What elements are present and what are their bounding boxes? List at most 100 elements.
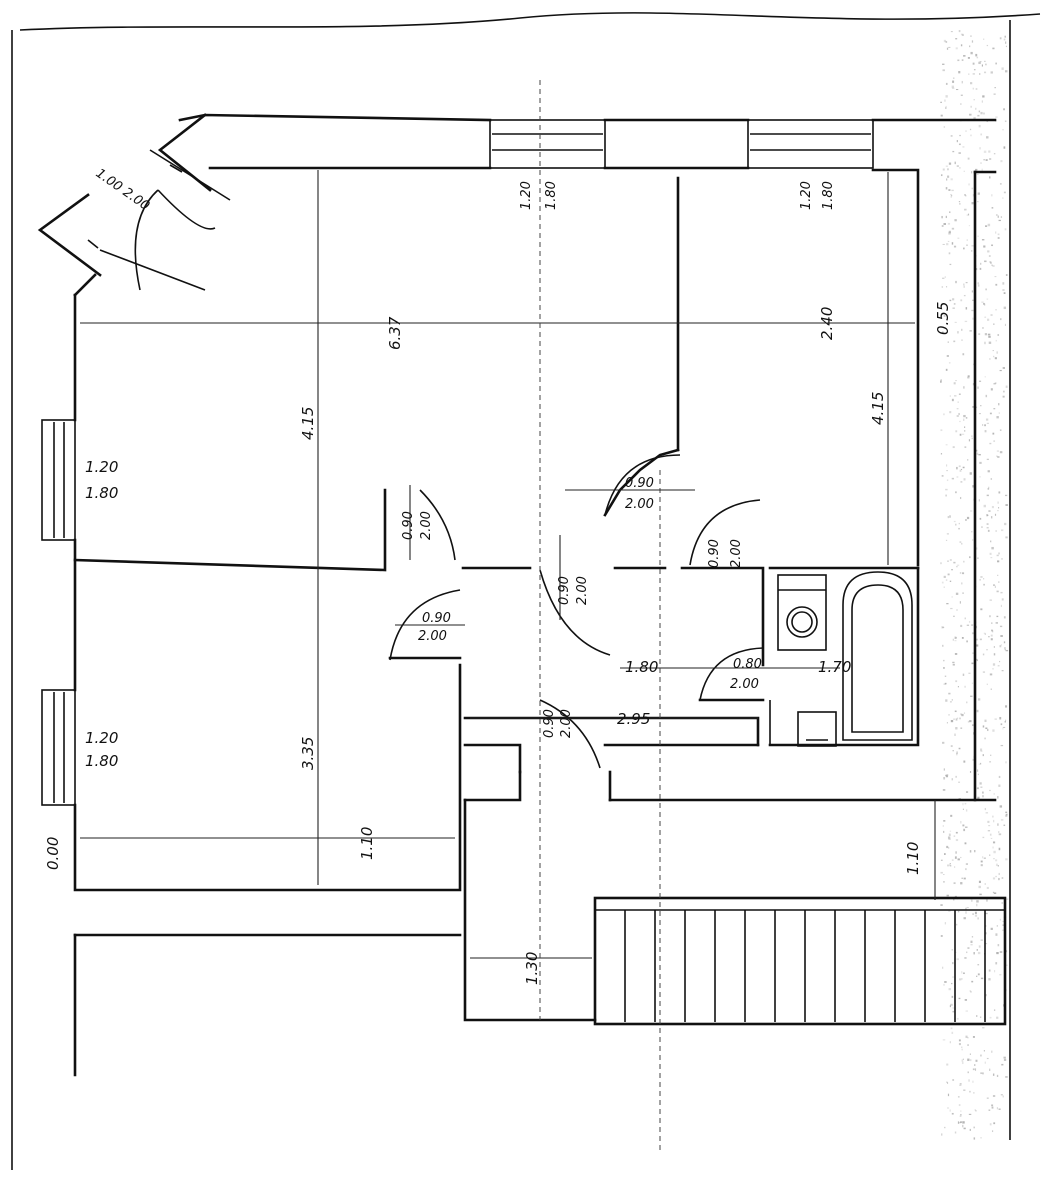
scan-speck: [969, 1128, 971, 1131]
scan-speck: [1001, 1063, 1004, 1066]
scan-speck: [983, 159, 985, 161]
scan-speck: [961, 328, 963, 331]
scan-speck: [943, 39, 947, 43]
scan-speck: [978, 945, 981, 948]
scan-speck: [1003, 390, 1005, 393]
scan-speck: [981, 424, 984, 426]
scan-speck: [987, 514, 989, 516]
scan-speck: [950, 814, 953, 817]
scan-speck: [977, 917, 979, 920]
window-top-left: [489, 119, 606, 169]
scan-speck: [940, 562, 942, 565]
scan-speck: [963, 285, 965, 288]
scan-speck: [952, 446, 955, 449]
scan-speck: [948, 362, 951, 364]
scan-speck: [992, 1095, 996, 1097]
scan-speck: [984, 719, 987, 723]
scan-speck: [965, 826, 968, 828]
window-left-lower-width: 1.20: [85, 729, 118, 747]
scan-speck: [987, 250, 990, 253]
scan-speck: [954, 733, 956, 736]
scan-speck: [970, 940, 973, 944]
scan-speck: [979, 461, 982, 464]
scan-speck: [960, 481, 963, 483]
scan-speck: [955, 38, 958, 40]
scan-speck: [949, 863, 951, 865]
scan-speck: [978, 110, 981, 113]
scan-speck: [984, 341, 986, 345]
scan-speck: [955, 430, 958, 433]
scan-speck: [959, 1083, 962, 1085]
scan-speck: [958, 997, 961, 1000]
scan-speck: [989, 412, 992, 415]
window-top-right-width: 1.20: [799, 181, 814, 210]
scan-speck: [951, 995, 954, 998]
scan-speck: [1002, 726, 1006, 728]
scan-speck: [986, 514, 988, 517]
scan-speck: [996, 1107, 999, 1110]
scan-speck: [978, 885, 981, 889]
scan-speck: [979, 60, 982, 63]
scan-speck: [993, 646, 995, 648]
scan-speck: [985, 727, 988, 730]
scan-speck: [962, 1058, 964, 1060]
scan-speck: [971, 40, 974, 43]
scan-speck: [995, 622, 998, 624]
scan-speck: [958, 1039, 961, 1042]
scan-speck: [990, 540, 992, 543]
scan-speck: [984, 943, 988, 945]
scan-speck: [972, 1068, 975, 1071]
scan-speck: [971, 245, 974, 247]
scan-speck: [951, 227, 955, 230]
scan-speck: [963, 760, 966, 763]
scan-speck: [995, 863, 998, 867]
scan-speck: [975, 107, 977, 110]
scan-speck: [944, 1126, 946, 1129]
scan-speck: [950, 745, 953, 748]
scan-speck: [941, 215, 943, 219]
scan-speck: [968, 73, 970, 75]
scan-speck: [973, 99, 976, 101]
scan-speck: [947, 222, 951, 225]
scan-speck: [988, 636, 990, 638]
scan-speck: [951, 596, 953, 598]
scan-speck: [958, 781, 961, 783]
scan-speck: [968, 672, 971, 674]
scan-speck: [969, 128, 972, 131]
scan-speck: [965, 130, 967, 132]
scan-speck: [977, 773, 979, 776]
scan-speck: [998, 847, 1001, 851]
scan-speck: [948, 692, 951, 695]
scan-speck: [973, 69, 976, 71]
scan-speck: [960, 468, 963, 470]
scan-speck: [1003, 146, 1006, 149]
scan-speck: [951, 778, 954, 781]
scan-speck: [990, 71, 993, 74]
scan-speck: [989, 261, 992, 263]
scan-speck: [946, 845, 949, 849]
scan-speck: [950, 865, 952, 867]
scan-speck: [966, 244, 968, 246]
scan-speck: [984, 424, 986, 427]
scan-speck: [959, 717, 961, 720]
scan-speck: [949, 395, 951, 397]
scan-speck: [994, 513, 997, 516]
scan-speck: [951, 85, 955, 89]
scan-speck: [961, 34, 964, 36]
scan-speck: [963, 1089, 966, 1091]
scan-speck: [1005, 719, 1007, 722]
scan-speck: [945, 187, 948, 190]
scan-speck: [1004, 120, 1007, 123]
scan-speck: [984, 260, 987, 263]
window-top-right-height: 1.80: [821, 181, 836, 210]
scan-speck: [992, 877, 996, 880]
scan-speck: [990, 516, 993, 519]
scan-speck: [973, 1092, 975, 1094]
scan-speck: [989, 615, 991, 618]
scan-speck: [1003, 38, 1006, 41]
scan-speck: [952, 976, 955, 978]
scan-speck: [943, 413, 945, 416]
scan-speck: [949, 515, 952, 518]
scan-speck: [983, 112, 985, 115]
scan-speck: [979, 476, 981, 478]
